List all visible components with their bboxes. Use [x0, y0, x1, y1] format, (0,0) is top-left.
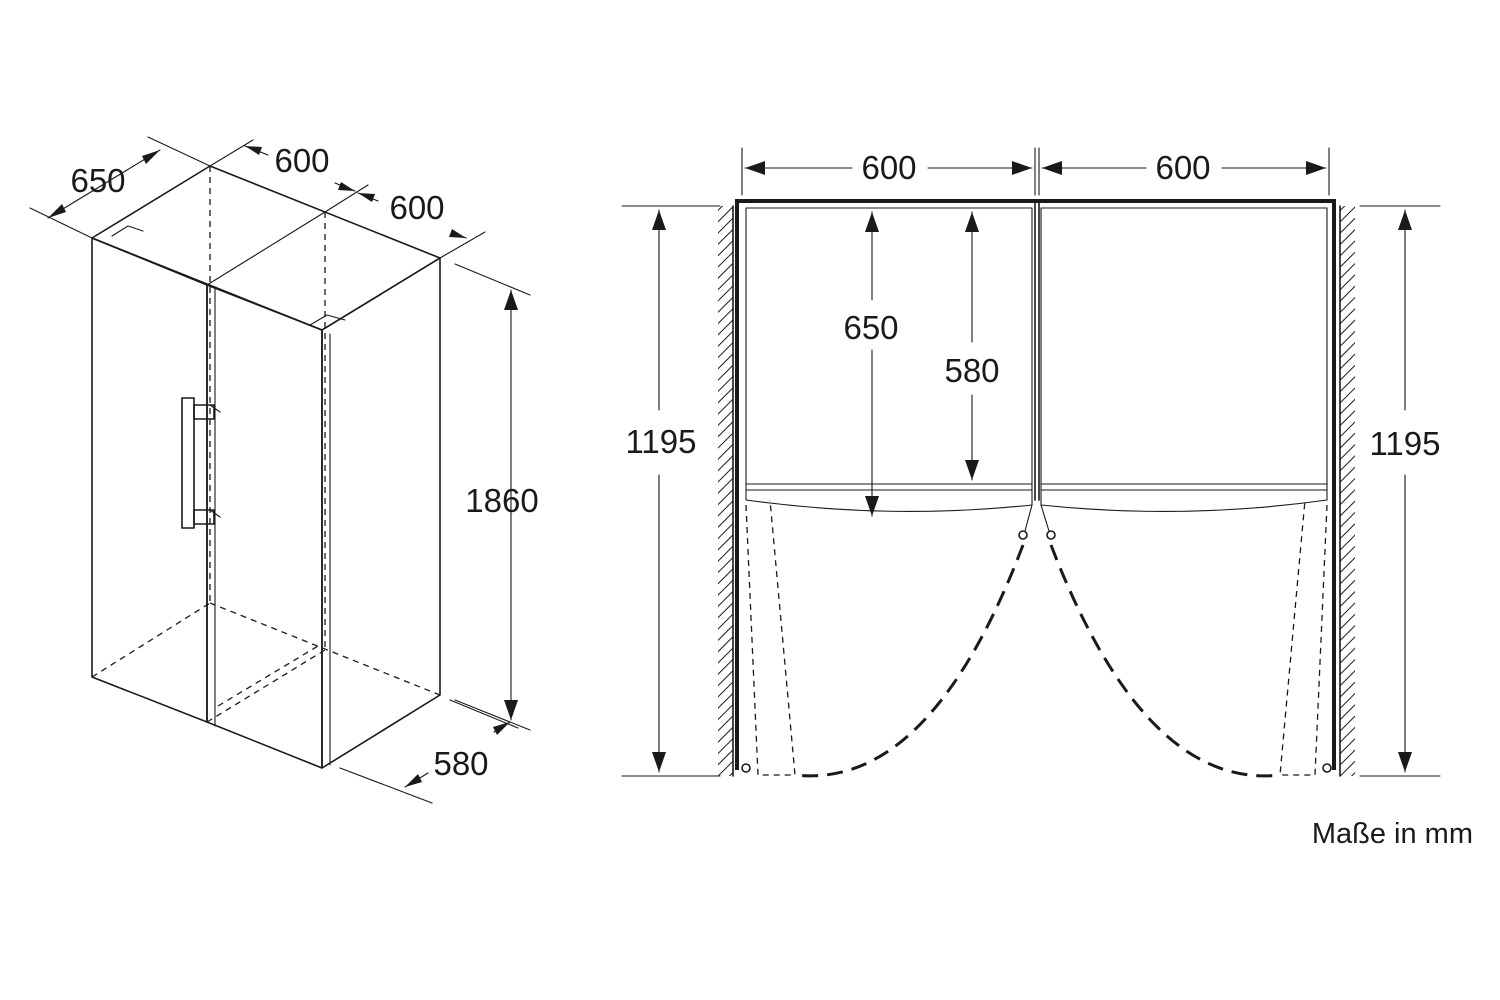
top-width-right-label: 600	[1155, 149, 1210, 186]
units-note: Maße in mm	[1312, 818, 1473, 850]
top-view: 600 600 1195 1195 650 580	[621, 147, 1441, 778]
clearance-right-label: 1195	[1370, 425, 1441, 462]
iso-depth-label: 650	[70, 162, 125, 199]
top-width-left-label: 600	[861, 149, 916, 186]
door-handle	[181, 397, 221, 529]
front-right-door	[206, 284, 323, 769]
right-side-face	[321, 257, 441, 769]
right-wall	[1340, 206, 1355, 776]
left-wall	[718, 206, 733, 776]
iso-base-depth-label: 580	[433, 745, 488, 782]
depth-inner-label: 580	[944, 352, 999, 389]
iso-height-label: 1860	[465, 482, 538, 519]
front-left-door	[91, 237, 208, 723]
isometric-view: 650 600 600 1860 580	[29, 136, 539, 804]
depth-outer-label: 650	[843, 309, 898, 346]
clearance-left-label: 1195	[626, 423, 697, 460]
iso-width-left-label: 600	[274, 142, 329, 179]
iso-width-right-label: 600	[389, 189, 444, 226]
